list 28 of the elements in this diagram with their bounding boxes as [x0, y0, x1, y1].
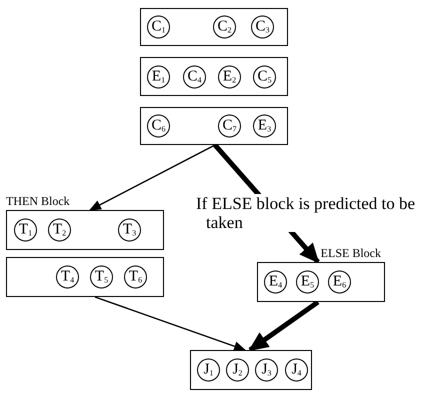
arrow [89, 144, 216, 211]
labeled-circle: C$_{4}$ [183, 65, 206, 88]
labeled-circle: T$_{3}$ [118, 218, 141, 242]
labeled-circle: C$_{1}$ [147, 16, 170, 38]
labeled-circle: C$_{7}$ [218, 114, 241, 138]
labeled-circle: T$_{5}$ [90, 266, 113, 288]
labeled-circle: E$_{1}$ [147, 65, 170, 88]
labeled-circle: E$_{3}$ [253, 114, 276, 138]
labeled-circle: E$_{2}$ [218, 65, 241, 88]
labeled-circle: E$_{6}$ [328, 270, 351, 294]
block-label: THEN Block [6, 194, 70, 210]
labeled-circle: T$_{6}$ [124, 266, 147, 288]
labeled-circle: C$_{6}$ [147, 114, 170, 138]
arrow [248, 300, 320, 352]
labeled-circle: J$_{2}$ [226, 358, 249, 382]
labeled-circle: E$_{5}$ [296, 270, 319, 294]
arrow [94, 296, 246, 352]
labeled-circle: T$_{1}$ [14, 218, 37, 242]
block-label: ELSE Block [320, 246, 382, 262]
labeled-circle: T$_{2}$ [48, 218, 71, 242]
labeled-circle: C$_{3}$ [251, 16, 274, 38]
labeled-circle: T$_{4}$ [56, 266, 79, 288]
labeled-circle: E$_{4}$ [264, 270, 287, 294]
labeled-circle: C$_{5}$ [253, 65, 276, 88]
labeled-circle: C$_{2}$ [213, 16, 236, 38]
labeled-circle: J$_{4}$ [285, 358, 308, 382]
labeled-circle: J$_{1}$ [197, 358, 220, 382]
labeled-circle: J$_{3}$ [255, 358, 278, 382]
